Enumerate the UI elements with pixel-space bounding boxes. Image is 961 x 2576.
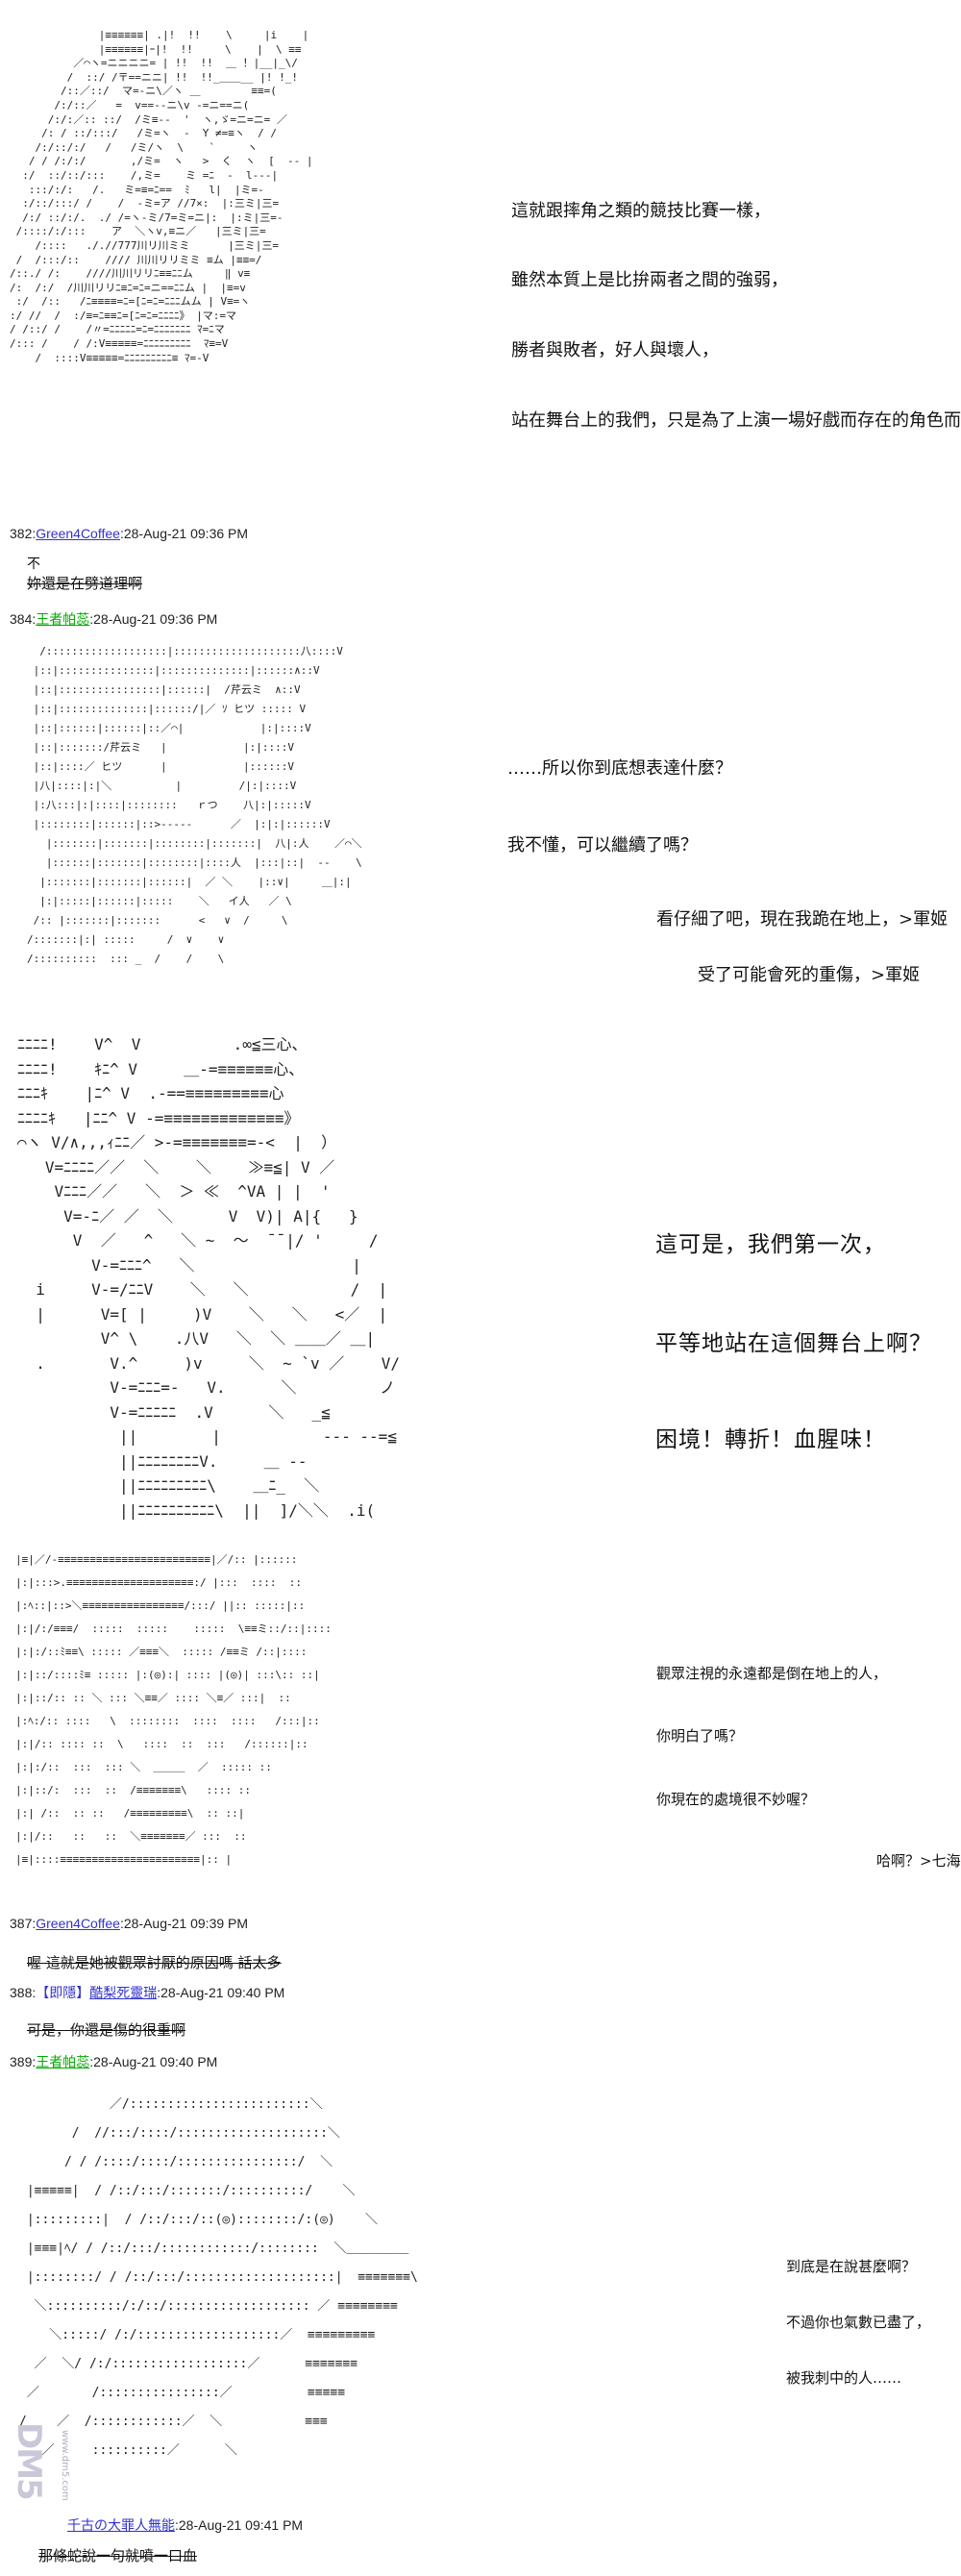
dialog-line: 你現在的處境很不妙喔？ [656,1791,816,1808]
aa-panel-2: /:::::::::::::::::::|:::::::::::::::::::… [0,634,961,990]
dialog-line: ……所以你到底想表達什麼？ [507,758,732,779]
post-header-388: 388:【即隱】酷梨死靈瑞:28-Aug-21 09:40 PM [10,1983,284,2002]
dialog-line: 這可是，我們第一次， [655,1232,886,1257]
dialog-line: 我不懂，可以繼續了嗎？ [507,835,698,855]
dialog-line: 被我刺中的人…… [786,2369,902,2387]
ascii-art-figure-3: ﾆﾆﾆﾆ! V^ V .∞≦三心、 ﾆﾆﾆﾆ! ｷﾆ^ V ＿-=≡≡≡≡≡≡心… [17,1035,401,1520]
post-body-387: 喔 這就是她被觀眾討厭的原因嗎 話太多 [27,1954,282,1971]
dialog-line: 勝者與敗者，好人與壞人， [511,340,719,360]
dialog-line: 觀眾注視的永遠都是倒在地上的人， [656,1665,888,1682]
post-number: 384: [10,611,37,627]
post-number: 389: [10,2054,37,2069]
post-body-390: 那條蛇說一句就噴一口血 [38,2547,198,2564]
dialog-line: 雖然本質上是比拚兩者之間的強弱， [511,270,788,290]
ascii-art-figure-4: |≡|／/-≡≡≡≡≡≡≡≡≡≡≡≡≡≡≡≡≡≡≡≡≡≡≡≡|／/:: |:::… [15,1553,332,1866]
post-date: :28-Aug-21 09:36 PM [89,611,218,627]
ascii-art-figure-5: ／/::::::::::::::::::::::::＼ / //:::/::::… [19,2097,418,2458]
watermark-site: www.dm5.com [60,2430,70,2501]
aa-panel-4: |≡|／/-≡≡≡≡≡≡≡≡≡≡≡≡≡≡≡≡≡≡≡≡≡≡≡≡|／/:: |:::… [0,1543,961,1884]
post-date: :28-Aug-21 09:40 PM [89,2054,218,2069]
post-header-389: 389:王者帕蕊:28-Aug-21 09:40 PM [10,2052,217,2071]
dialog-line: 看仔細了吧，現在我跪在地上，>軍姬 [656,909,949,929]
post-date: :28-Aug-21 09:41 PM [175,2517,304,2533]
poster-name-link[interactable]: 千古の大罪人無能 [67,2517,175,2533]
post-number: 382: [10,526,37,541]
dialog-line: 困境！轉折！血腥味！ [655,1427,886,1452]
post-date: :28-Aug-21 09:39 PM [119,1916,249,1931]
poster-name-link[interactable]: Green4Coffee [36,1916,120,1931]
dialog-line: 哈啊？>七海 [876,1852,961,1870]
post-header-387: 387:Green4Coffee:28-Aug-21 09:39 PM [10,1916,248,1931]
poster-name-link[interactable]: Green4Coffee [36,526,120,541]
ascii-art-figure-1: |≡≡≡≡≡≡| .|! !! \ |i | |≡≡≡≡≡≡|ｰ|! !! \ … [10,29,313,364]
poster-name-link[interactable]: 酷梨死靈瑞 [89,1985,158,2000]
dialog-line: 你明白了嗎？ [656,1727,744,1745]
dialog-line: 這就跟摔角之類的競技比賽一樣， [511,201,771,221]
post-header-384: 384:王者帕蕊:28-Aug-21 09:36 PM [10,609,217,629]
dialog-line: 不過你也氣數已盡了， [786,2314,931,2331]
post-header-390: 千古の大罪人無能:28-Aug-21 09:41 PM [67,2515,303,2535]
poster-tag: 【即隱】 [36,1985,90,2000]
post-date: :28-Aug-21 09:40 PM [157,1985,285,2000]
watermark-logo: DM5 [10,2422,48,2499]
ascii-art-figure-2: /:::::::::::::::::::|:::::::::::::::::::… [27,645,362,965]
dialog-line: 站在舞台上的我們，只是為了上演一場好戲而存在的角色而已。 [511,410,961,431]
post-date: :28-Aug-21 09:36 PM [119,526,249,541]
dialog-line: 到底是在說甚麼啊？ [786,2258,917,2275]
post-body-382-line1: 不 [27,557,40,572]
aa-panel-1: |≡≡≡≡≡≡| .|! !! \ |i | |≡≡≡≡≡≡|ｰ|! !! \ … [0,0,961,524]
post-header-382: 382:Green4Coffee:28-Aug-21 09:36 PM [10,526,248,541]
poster-name-link[interactable]: 王者帕蕊 [36,2054,90,2069]
post-body-382-line2: 妳還是在劈道理啊 [27,575,143,592]
dialog-line: 受了可能會死的重傷，>軍姬 [698,965,921,985]
aa-panel-5: ／/::::::::::::::::::::::::＼ / //:::/::::… [0,2081,961,2504]
poster-name-link[interactable]: 王者帕蕊 [36,611,90,627]
post-number: 388: [10,1985,37,2000]
dialog-line: 平等地站在這個舞台上啊？ [655,1331,932,1356]
site-watermark: DM5 www.dm5.com [10,2422,86,2547]
aa-panel-3: ﾆﾆﾆﾆ! V^ V .∞≦三心、 ﾆﾆﾆﾆ! ｷﾆ^ V ＿-=≡≡≡≡≡≡心… [0,1019,961,1538]
post-body-388: 可是，你還是傷的很重啊 [27,2021,186,2039]
post-number: 387: [10,1916,37,1931]
